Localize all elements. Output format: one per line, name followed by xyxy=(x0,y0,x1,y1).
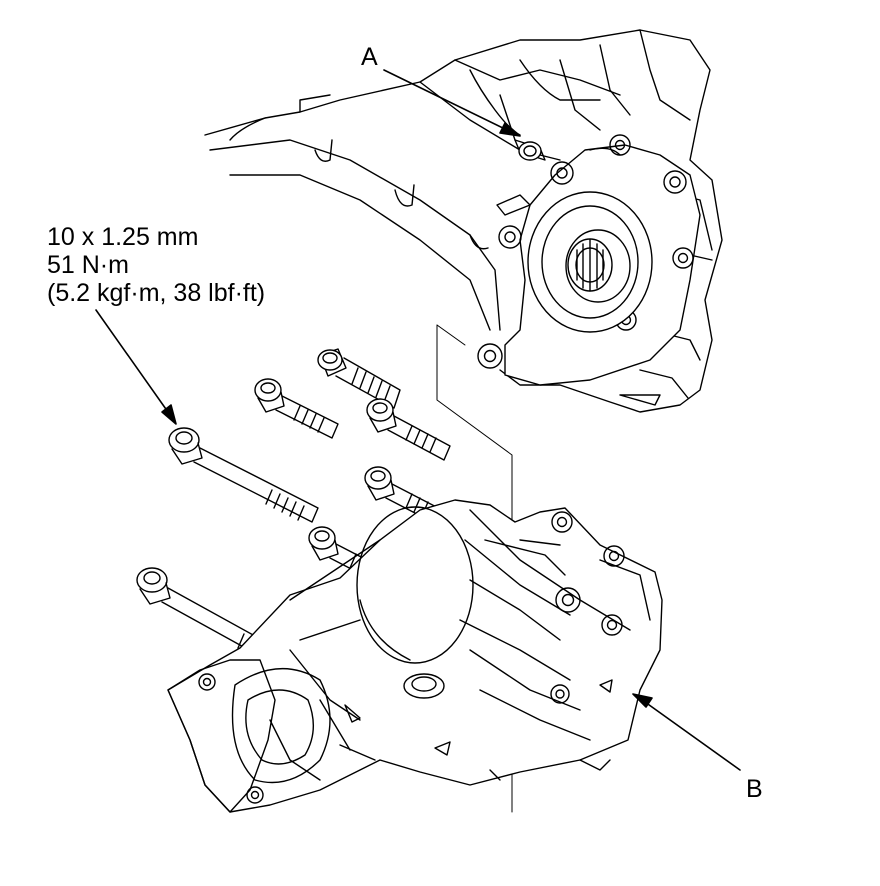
torque-nm: 51 N·m xyxy=(47,251,129,279)
bolts xyxy=(137,349,450,666)
bolt xyxy=(367,399,450,460)
bolt xyxy=(318,349,400,408)
callout-a-label: A xyxy=(361,43,378,71)
torque-spec: 10 x 1.25 mm 51 N·m (5.2 kgf·m, 38 lbf·f… xyxy=(47,222,266,307)
torque-alt-units: (5.2 kgf·m, 38 lbf·ft) xyxy=(47,279,266,307)
transfer-assembly xyxy=(168,500,662,812)
leader-lines xyxy=(96,70,740,770)
transmission-case xyxy=(205,30,722,412)
bolt-size: 10 x 1.25 mm xyxy=(47,223,199,251)
bolt xyxy=(169,428,318,522)
callout-b-label: B xyxy=(746,775,763,803)
bolt xyxy=(255,379,338,438)
